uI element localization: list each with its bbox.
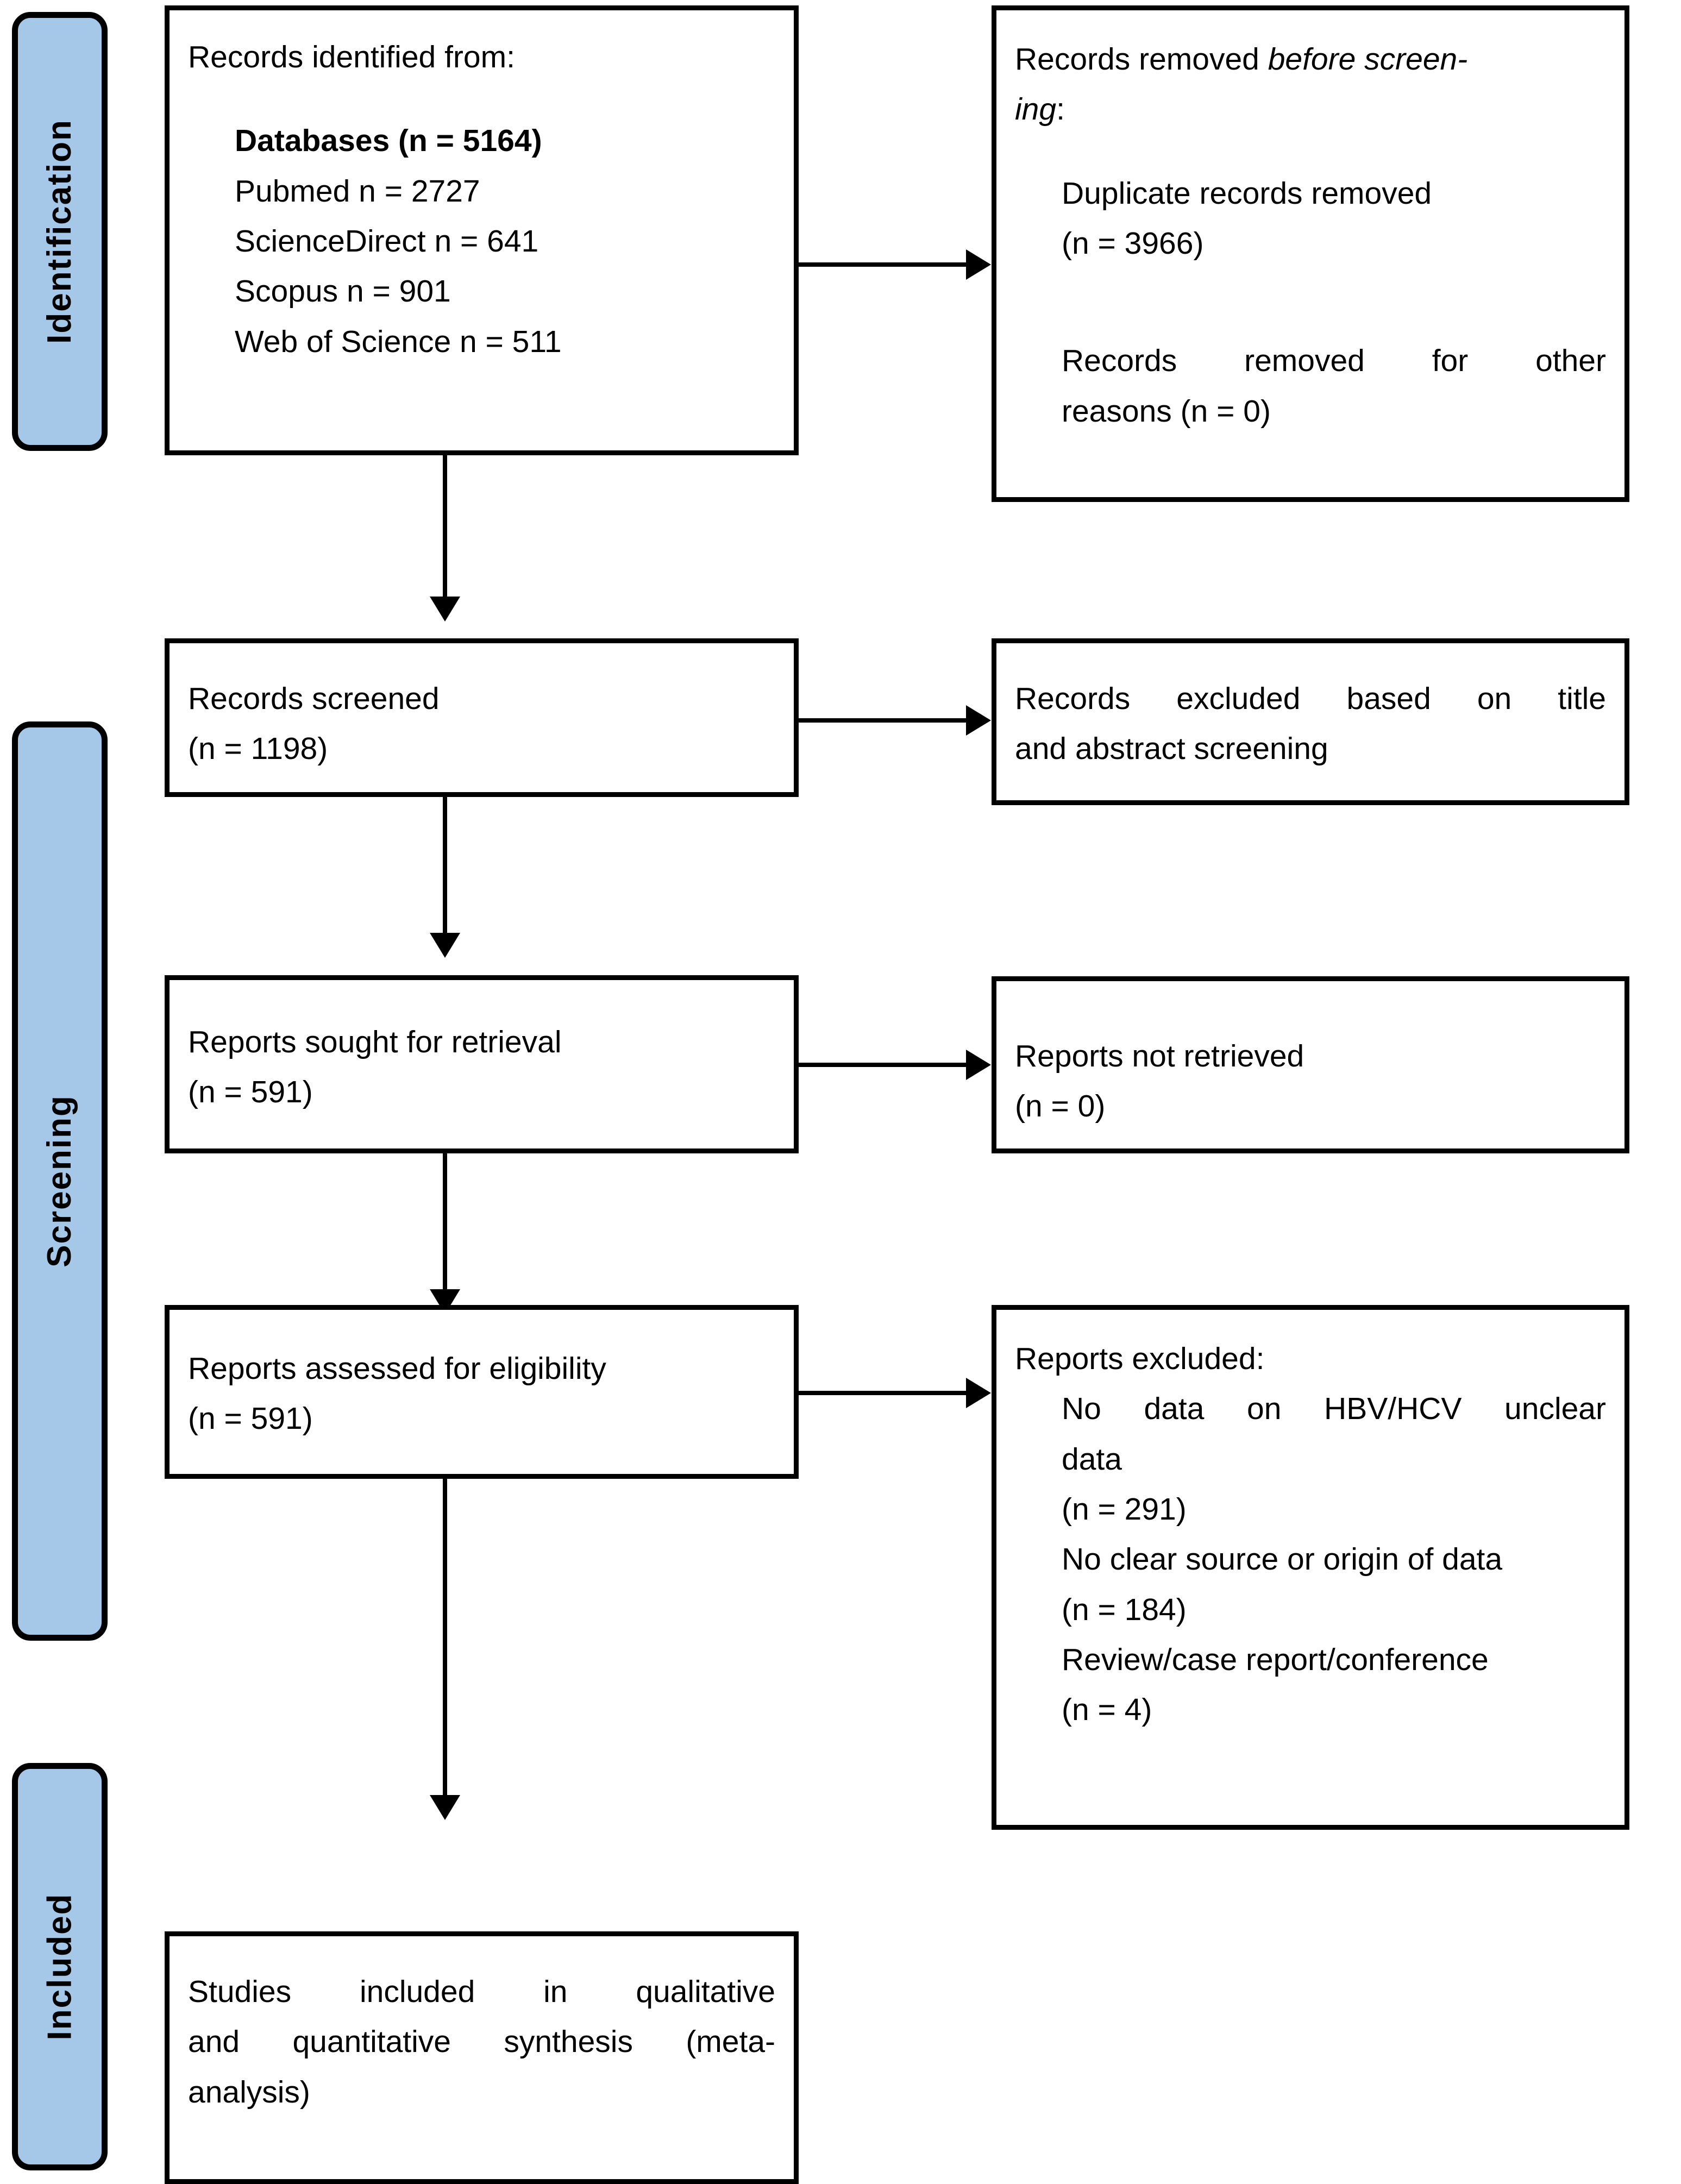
excluded-reason-1-line-2: data: [1062, 1441, 1122, 1477]
arrow-sought-to-not-retrieved: [966, 1050, 991, 1080]
stage-included: Included: [12, 1763, 108, 2170]
stage-screening-label: Screening: [41, 1095, 78, 1267]
records-screened-count: (n = 1198): [188, 731, 328, 767]
source-count: n = 511: [460, 324, 562, 359]
heading-plain-text: Records removed: [1015, 42, 1268, 77]
reports-excluded-heading: Reports excluded:: [1015, 1341, 1265, 1376]
stage-identification-label: Identification: [41, 119, 78, 344]
reports-not-retrieved-label: Reports not retrieved: [1015, 1039, 1304, 1074]
reports-sought-label: Reports sought for retrieval: [188, 1025, 562, 1059]
databases-label: Databases: [235, 123, 390, 159]
connector-sought-to-not-retrieved: [799, 1063, 966, 1067]
studies-included-line-2: and quantitative synthesis (meta-: [188, 2024, 775, 2060]
box-studies-included: Studies included in qualitative and quan…: [165, 1931, 799, 2184]
connector-sought-to-assessed: [443, 1153, 447, 1289]
connector-identified-to-screened: [443, 455, 447, 597]
source-name: Web of Science: [235, 324, 451, 359]
stage-screening: Screening: [12, 721, 108, 1641]
databases-count: (n = 5164): [398, 123, 542, 159]
records-removed-other-count: reasons (n = 0): [1062, 393, 1271, 429]
removed-before-screening-heading-cont: ing:: [1015, 84, 1606, 134]
box-records-screened: Records screened (n = 1198): [165, 638, 799, 797]
source-row-scopus: Scopus n = 901: [188, 266, 822, 316]
heading-italic-text-2: ing: [1015, 92, 1057, 127]
source-name: ScienceDirect: [235, 223, 426, 259]
excluded-reason-2-count: (n = 184): [1062, 1592, 1187, 1627]
arrow-assessed-to-included: [430, 1795, 460, 1820]
heading-colon: :: [1056, 92, 1065, 127]
connector-screened-to-sought: [443, 797, 447, 933]
records-removed-other-label: Records removed for other: [1062, 343, 1606, 379]
spacer: [1015, 268, 1606, 302]
stage-identification: Identification: [12, 12, 108, 451]
reports-sought-count: (n = 591): [188, 1075, 313, 1110]
source-count: n = 901: [346, 274, 451, 309]
records-screened-label: Records screened: [188, 681, 440, 716]
arrow-identified-to-screened: [430, 597, 460, 622]
records-excluded-line-2: and abstract screening: [1015, 731, 1328, 767]
arrow-screened-to-sought: [430, 933, 460, 958]
spacer: [1015, 135, 1606, 168]
reports-assessed-label: Reports assessed for eligibility: [188, 1351, 606, 1386]
source-row-sciencedirect: ScienceDirect n = 641: [188, 216, 822, 266]
connector-screened-to-excluded: [799, 718, 966, 723]
records-identified-heading: Records identified from:: [188, 40, 515, 74]
source-name: Scopus: [235, 274, 338, 309]
source-row-web-of-science: Web of Science n = 511: [188, 317, 822, 367]
box-reports-assessed: Reports assessed for eligibility (n = 59…: [165, 1305, 799, 1479]
records-identified-databases-row: Databases (n = 5164): [188, 116, 822, 166]
connector-assessed-to-excluded: [799, 1391, 966, 1395]
excluded-reason-2-line-1: No clear source or origin of data: [1062, 1542, 1503, 1577]
reports-not-retrieved-count: (n = 0): [1015, 1089, 1106, 1124]
spacer: [188, 82, 775, 116]
spacer: [1015, 302, 1606, 336]
removed-before-screening-heading: Records removed before screen-: [1015, 34, 1606, 84]
arrow-screened-to-excluded: [966, 705, 991, 736]
studies-included-line-3: analysis): [188, 2074, 310, 2110]
stage-included-label: Included: [41, 1893, 78, 2041]
excluded-reason-3-count: (n = 4): [1062, 1692, 1152, 1728]
excluded-reason-1-line-1: No data on HBV/HCV unclear: [1062, 1391, 1606, 1427]
source-count: n = 641: [434, 223, 539, 259]
box-reports-not-retrieved: Reports not retrieved (n = 0): [992, 976, 1629, 1153]
excluded-reason-1-count: (n = 291): [1062, 1491, 1187, 1527]
source-row-pubmed: Pubmed n = 2727: [188, 166, 822, 216]
box-records-identified: Records identified from: Databases (n = …: [165, 5, 799, 455]
reports-assessed-count: (n = 591): [188, 1401, 313, 1436]
box-reports-excluded-eligibility: Reports excluded: No data on HBV/HCV unc…: [992, 1305, 1629, 1830]
box-reports-sought: Reports sought for retrieval (n = 591): [165, 975, 799, 1153]
source-name: Pubmed: [235, 173, 350, 209]
arrow-identified-to-removed: [966, 249, 991, 280]
heading-italic-text: before screen-: [1268, 42, 1468, 77]
arrow-assessed-to-excluded: [966, 1378, 991, 1408]
connector-identified-to-removed: [799, 262, 966, 267]
excluded-reason-3-line-1: Review/case report/conference: [1062, 1642, 1489, 1677]
records-excluded-line-1: Records excluded based on title: [1015, 681, 1606, 716]
source-count: n = 2727: [359, 173, 480, 209]
studies-included-line-1: Studies included in qualitative: [188, 1974, 775, 2009]
box-records-excluded-screening: Records excluded based on title and abst…: [992, 638, 1629, 805]
duplicate-records-removed-count: (n = 3966): [1062, 225, 1204, 261]
box-records-removed-before-screening: Records removed before screen- ing: Dupl…: [992, 5, 1629, 502]
duplicate-records-removed-label: Duplicate records removed: [1062, 175, 1432, 211]
connector-assessed-to-included: [443, 1479, 447, 1795]
